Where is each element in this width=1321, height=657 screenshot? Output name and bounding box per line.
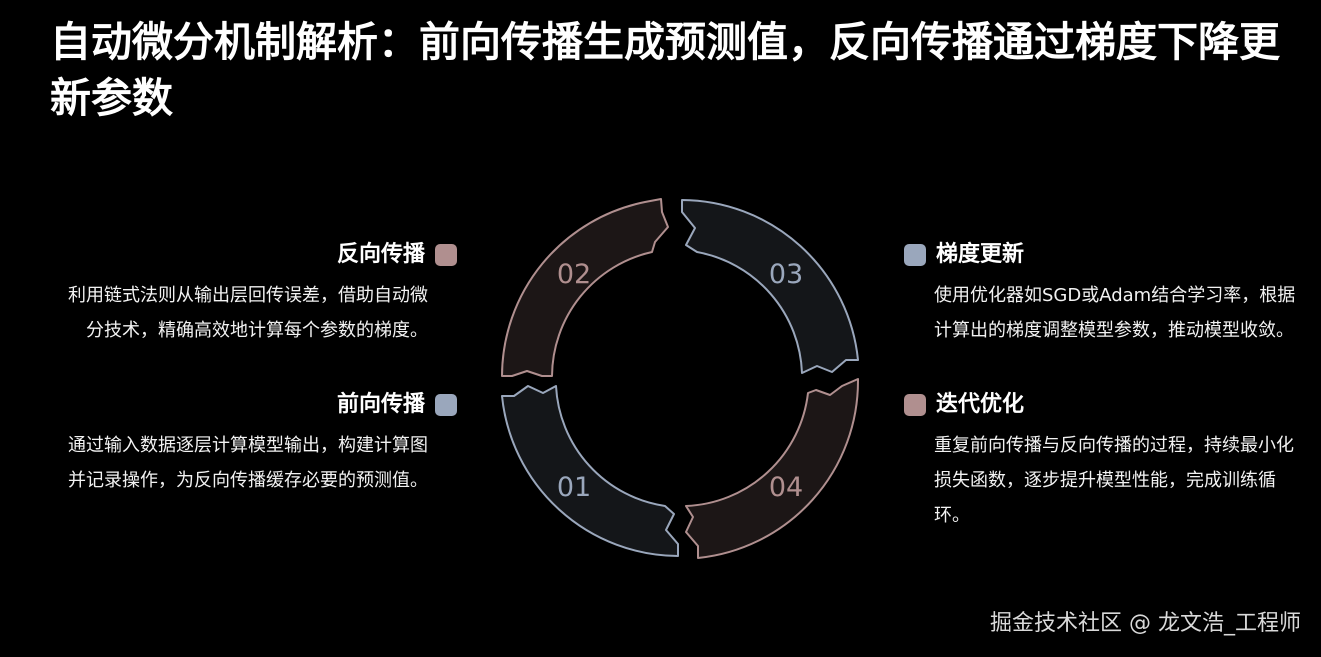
ring-segment-04: [685, 378, 860, 559]
item-title-iterative-optimization: 迭代优化: [904, 390, 1024, 420]
item-label: 反向传播: [336, 242, 425, 267]
ring-segment-03: [681, 199, 859, 374]
slate-swatch-icon: [904, 244, 926, 266]
ring-number-01: 01: [557, 472, 591, 503]
item-title-forward: 前向传播: [230, 390, 457, 420]
item-label: 梯度更新: [936, 242, 1025, 267]
item-desc-forward: 通过输入数据逐层计算模型输出，构建计算图并记录操作，为反向传播缓存必要的预测值。: [68, 435, 428, 491]
ring-segment-01: [501, 385, 679, 557]
rose-swatch-icon: [904, 394, 926, 416]
item-desc-iterative-optimization: 重复前向传播与反向传播的过程，持续最小化损失函数，逐步提升模型性能，完成训练循环…: [934, 435, 1294, 526]
item-title-gradient-update: 梯度更新: [904, 240, 1024, 270]
item-title-backward: 反向传播: [230, 240, 457, 270]
item-label: 前向传播: [336, 392, 425, 417]
page-title: 自动微分机制解析：前向传播生成预测值，反向传播通过梯度下降更新参数: [50, 18, 1280, 122]
item-desc-backward: 利用链式法则从输出层回传误差，借助自动微分技术，精确高效地计算每个参数的梯度。: [68, 285, 428, 341]
rose-swatch-icon: [435, 244, 457, 266]
cycle-diagram: 02 03 01 04: [501, 198, 860, 559]
ring-number-04: 04: [769, 472, 803, 503]
ring-segment-02: [501, 198, 669, 377]
item-label: 迭代优化: [936, 392, 1025, 417]
item-desc-gradient-update: 使用优化器如SGD或Adam结合学习率，根据计算出的梯度调整模型参数，推动模型收…: [934, 285, 1296, 341]
ring-number-02: 02: [557, 259, 591, 290]
watermark: 掘金技术社区 @ 龙文浩_工程师: [990, 611, 1301, 636]
ring-number-03: 03: [769, 259, 803, 290]
slate-swatch-icon: [435, 394, 457, 416]
